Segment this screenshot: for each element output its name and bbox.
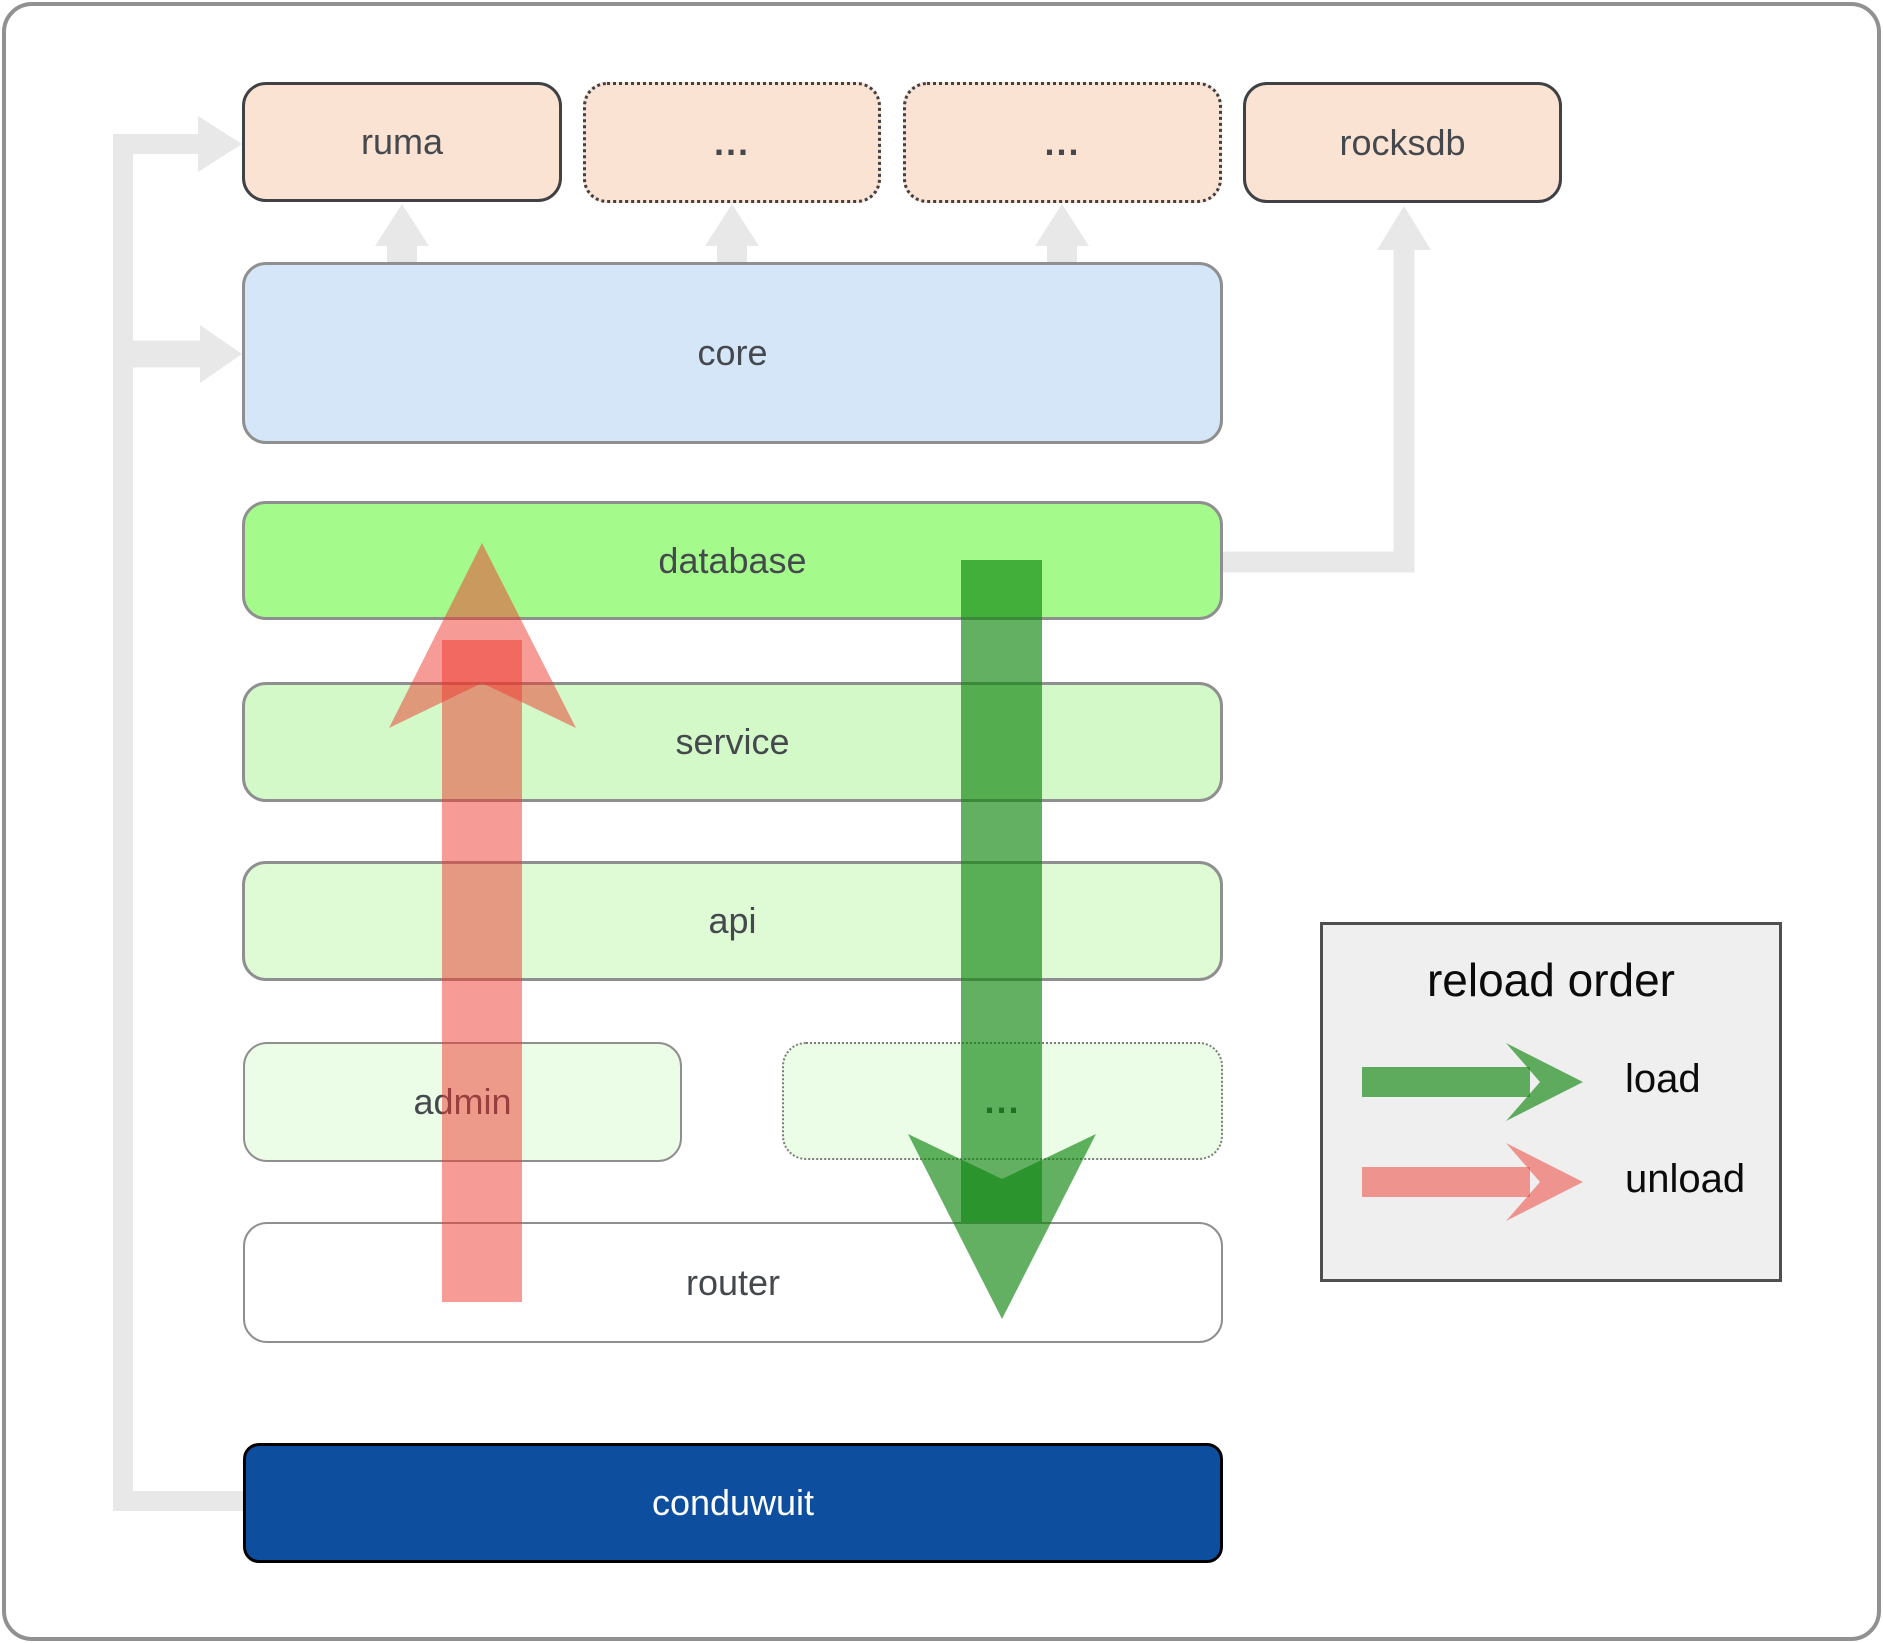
trunk-to-core-arrowhead-icon — [200, 325, 242, 383]
load-arrow-head-icon — [908, 1134, 1096, 1319]
legend-load-arrow-shaft — [1362, 1067, 1530, 1097]
core-to-ruma-arrow-icon — [375, 204, 429, 262]
box-ruma: ruma — [242, 82, 562, 202]
box-dependency-more-2-label: ... — [1044, 121, 1081, 163]
box-conduwuit-label: conduwuit — [651, 1482, 815, 1523]
box-dependency-more-2: ... — [903, 82, 1222, 203]
database-to-rocksdb-arrowhead-icon — [1377, 206, 1431, 250]
box-rocksdb: rocksdb — [1243, 82, 1562, 203]
legend-load-arrow-head-icon — [1506, 1043, 1583, 1121]
box-rocksdb-label: rocksdb — [1339, 121, 1466, 163]
box-api-label: api — [708, 900, 757, 941]
conduwuit-trunk-connector — [113, 134, 243, 1511]
legend-unload-arrow-shaft — [1362, 1167, 1530, 1197]
box-conduwuit: conduwuit — [243, 1443, 1223, 1563]
box-database: database — [242, 501, 1223, 620]
legend-unload-label: unload — [1625, 1157, 1746, 1201]
box-dependency-more-1: ... — [583, 82, 881, 203]
trunk-to-ruma-arrowhead-icon — [198, 116, 242, 172]
box-api: api — [242, 861, 1223, 981]
box-router-label: router — [685, 1261, 781, 1303]
unload-arrow-shaft — [442, 640, 522, 1302]
database-to-rocksdb-connector — [1223, 248, 1415, 573]
box-ruma-label: ruma — [360, 121, 444, 162]
legend-reload-order: reload order — [1320, 922, 1782, 1282]
legend-title: reload order — [1426, 954, 1676, 1006]
box-dependency-more-1-label: ... — [713, 121, 750, 163]
box-router: router — [243, 1222, 1223, 1343]
load-arrow-shaft — [961, 560, 1042, 1222]
box-core-label: core — [697, 332, 768, 373]
legend-unload-arrow-head-icon — [1506, 1143, 1583, 1221]
core-to-deps1-arrow-icon — [705, 204, 759, 262]
legend-load-label: load — [1625, 1057, 1701, 1101]
box-core: core — [242, 262, 1223, 444]
unload-arrow-head-icon — [389, 543, 576, 728]
box-database-label: database — [658, 539, 807, 581]
box-service-label: service — [675, 721, 790, 762]
box-service: service — [242, 682, 1223, 802]
core-to-deps2-arrow-icon — [1035, 204, 1089, 262]
